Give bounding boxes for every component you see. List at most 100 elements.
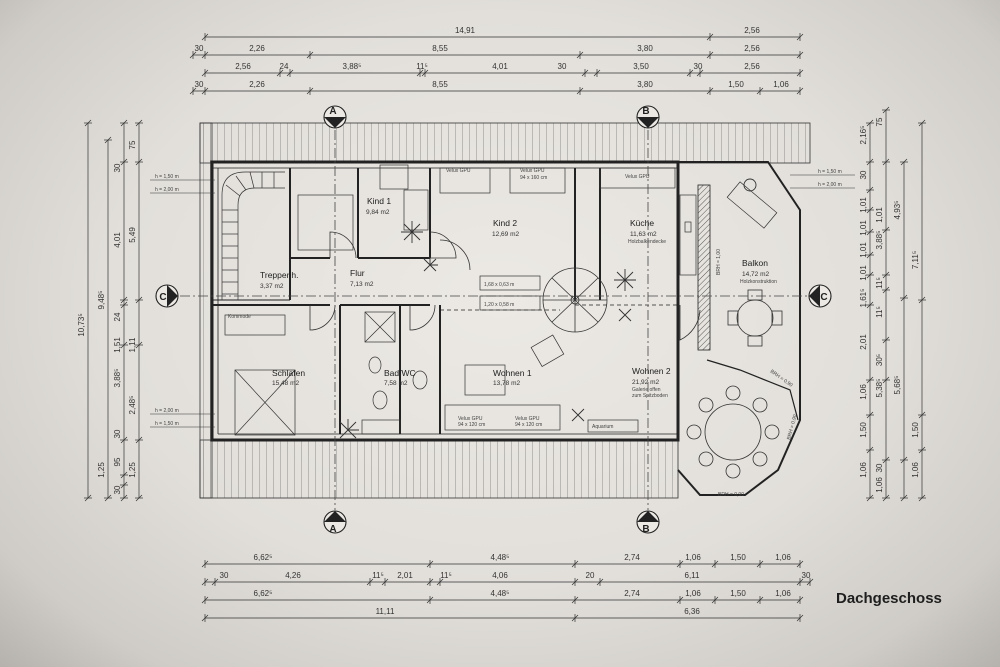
dimension-line <box>900 294 908 302</box>
balcony-table-small <box>727 289 783 347</box>
dim-right-c2-6: 5,38⁵ <box>875 379 884 398</box>
dimension-line <box>882 376 890 384</box>
dimension-line <box>571 578 579 586</box>
dim-top-r3-0: 2,56 <box>235 62 251 71</box>
dim-right-c3-4: 1,06 <box>911 462 920 478</box>
dimension-line <box>882 271 890 279</box>
dim-left-c3-4: 3,88⁵ <box>113 369 122 388</box>
dim-right-c1-2: 1,01 <box>859 197 868 213</box>
dimension-line <box>866 494 874 502</box>
dimension-line <box>576 51 584 59</box>
section-label-b-top: B <box>642 106 649 117</box>
dimension-line <box>866 301 874 309</box>
dim-right-c1-7: 2,01 <box>859 334 868 350</box>
dimension-line <box>201 51 209 59</box>
dimension-line <box>866 206 874 214</box>
dimension-line <box>120 341 128 349</box>
room-wohnen2-note1: Galerie offen <box>632 387 661 393</box>
dimension-line <box>900 456 908 464</box>
dimension-line <box>201 87 209 95</box>
plants <box>339 178 757 439</box>
dim-top-r3-7: 30 <box>694 62 703 71</box>
dim-top-r4-1: 2,26 <box>249 80 265 89</box>
dim-left-c3-3: 1,51 <box>113 337 122 353</box>
dimension-line <box>421 69 429 77</box>
dimension-line <box>189 87 197 95</box>
label-velux-wohnen-a-size: 94 x 120 cm <box>458 422 485 428</box>
dim-right-c1-5: 1,01 <box>859 265 868 281</box>
dimension-lines-top <box>189 33 804 95</box>
dimension-line <box>918 119 926 127</box>
dim-top-r4-4: 1,50 <box>728 80 744 89</box>
roof-hatching <box>199 122 811 499</box>
room-badwc-name: Bad/WC <box>384 368 416 378</box>
label-velux-kind2: Velux GPU <box>520 168 545 174</box>
dimension-line <box>416 69 424 77</box>
dim-right-c1-1: 30 <box>859 170 868 179</box>
room-kind2-area: 12,69 m2 <box>492 231 519 238</box>
dimension-lines-bottom <box>201 560 814 622</box>
dim-left-c3-0: 30 <box>113 163 122 172</box>
dimension-line <box>306 87 314 95</box>
room-balkon-area: 14,72 m2 <box>742 271 769 278</box>
dimension-line <box>571 614 579 622</box>
dimension-line <box>882 494 890 502</box>
dimension-line <box>593 69 601 77</box>
dimension-line <box>201 578 209 586</box>
dimension-line <box>918 446 926 454</box>
dimension-line <box>900 494 908 502</box>
dimension-line <box>381 578 389 586</box>
dimension-line <box>306 51 314 59</box>
room-kueche-name: Küche <box>630 218 654 228</box>
dim-right-c2-8: 1,06 <box>875 477 884 493</box>
dimension-line <box>866 186 874 194</box>
dimension-lines-right <box>866 106 926 502</box>
dim-top-r1-1: 2,56 <box>744 26 760 35</box>
dim-left-c4-4: 1,25 <box>128 462 137 478</box>
dim-bottom-r3-4: 1,50 <box>730 589 746 598</box>
dimension-line <box>866 446 874 454</box>
dimension-line <box>120 471 128 479</box>
dimension-line <box>366 578 374 586</box>
height-left-1: h = 2,00 m <box>155 187 179 193</box>
dimension-line <box>796 69 804 77</box>
label-kommode: Kommode <box>228 314 251 320</box>
dim-right-c1-4: 1,01 <box>859 242 868 258</box>
dimension-line <box>882 336 890 344</box>
dimension-line <box>882 456 890 464</box>
dimension-line <box>882 226 890 234</box>
room-wohnen2-note2: zum Spitzboden <box>632 393 668 399</box>
dimension-line <box>135 158 143 166</box>
label-velux-kueche: Velux GPU <box>625 174 650 180</box>
dim-left-c3-6: 95 <box>113 457 122 466</box>
height-right-1: h = 2,00 m <box>818 182 842 188</box>
dimension-line <box>120 158 128 166</box>
dim-right-c1-3: 1,01 <box>859 220 868 236</box>
dim-top-r3-2: 3,88⁵ <box>343 62 362 71</box>
dimension-line <box>120 481 128 489</box>
dimension-line <box>120 301 128 309</box>
dimension-line <box>796 614 804 622</box>
dim-left-c4-2: 1,11 <box>128 337 137 353</box>
dimension-line <box>211 578 219 586</box>
dimension-line <box>426 560 434 568</box>
dimension-line <box>436 578 444 586</box>
dim-right-c3-3: 1,50 <box>911 422 920 438</box>
dimension-line <box>676 560 684 568</box>
dimension-line <box>918 494 926 502</box>
dim-right-c1-0: 2,16⁵ <box>859 126 868 145</box>
label-velux-wohnen-b-size: 94 x 120 cm <box>515 422 542 428</box>
dim-right-c2-2: 3,88⁵ <box>875 231 884 250</box>
dim-left-c3-1: 4,01 <box>113 232 122 248</box>
dimension-line <box>696 69 704 77</box>
room-kind1-name: Kind 1 <box>367 196 391 206</box>
dimension-line <box>796 51 804 59</box>
height-right-0: h = 1,50 m <box>818 169 842 175</box>
dim-left-c2-0: 9,48⁵ <box>97 291 106 310</box>
dim-right-c3-2: 5,68⁵ <box>893 376 902 395</box>
dimension-line <box>676 596 684 604</box>
dim-bottom-r2-1: 4,26 <box>285 571 301 580</box>
room-balkon-note: Holzkonstruktion <box>740 279 777 285</box>
dim-bottom-r3-5: 1,06 <box>775 589 791 598</box>
dimension-line <box>120 119 128 127</box>
